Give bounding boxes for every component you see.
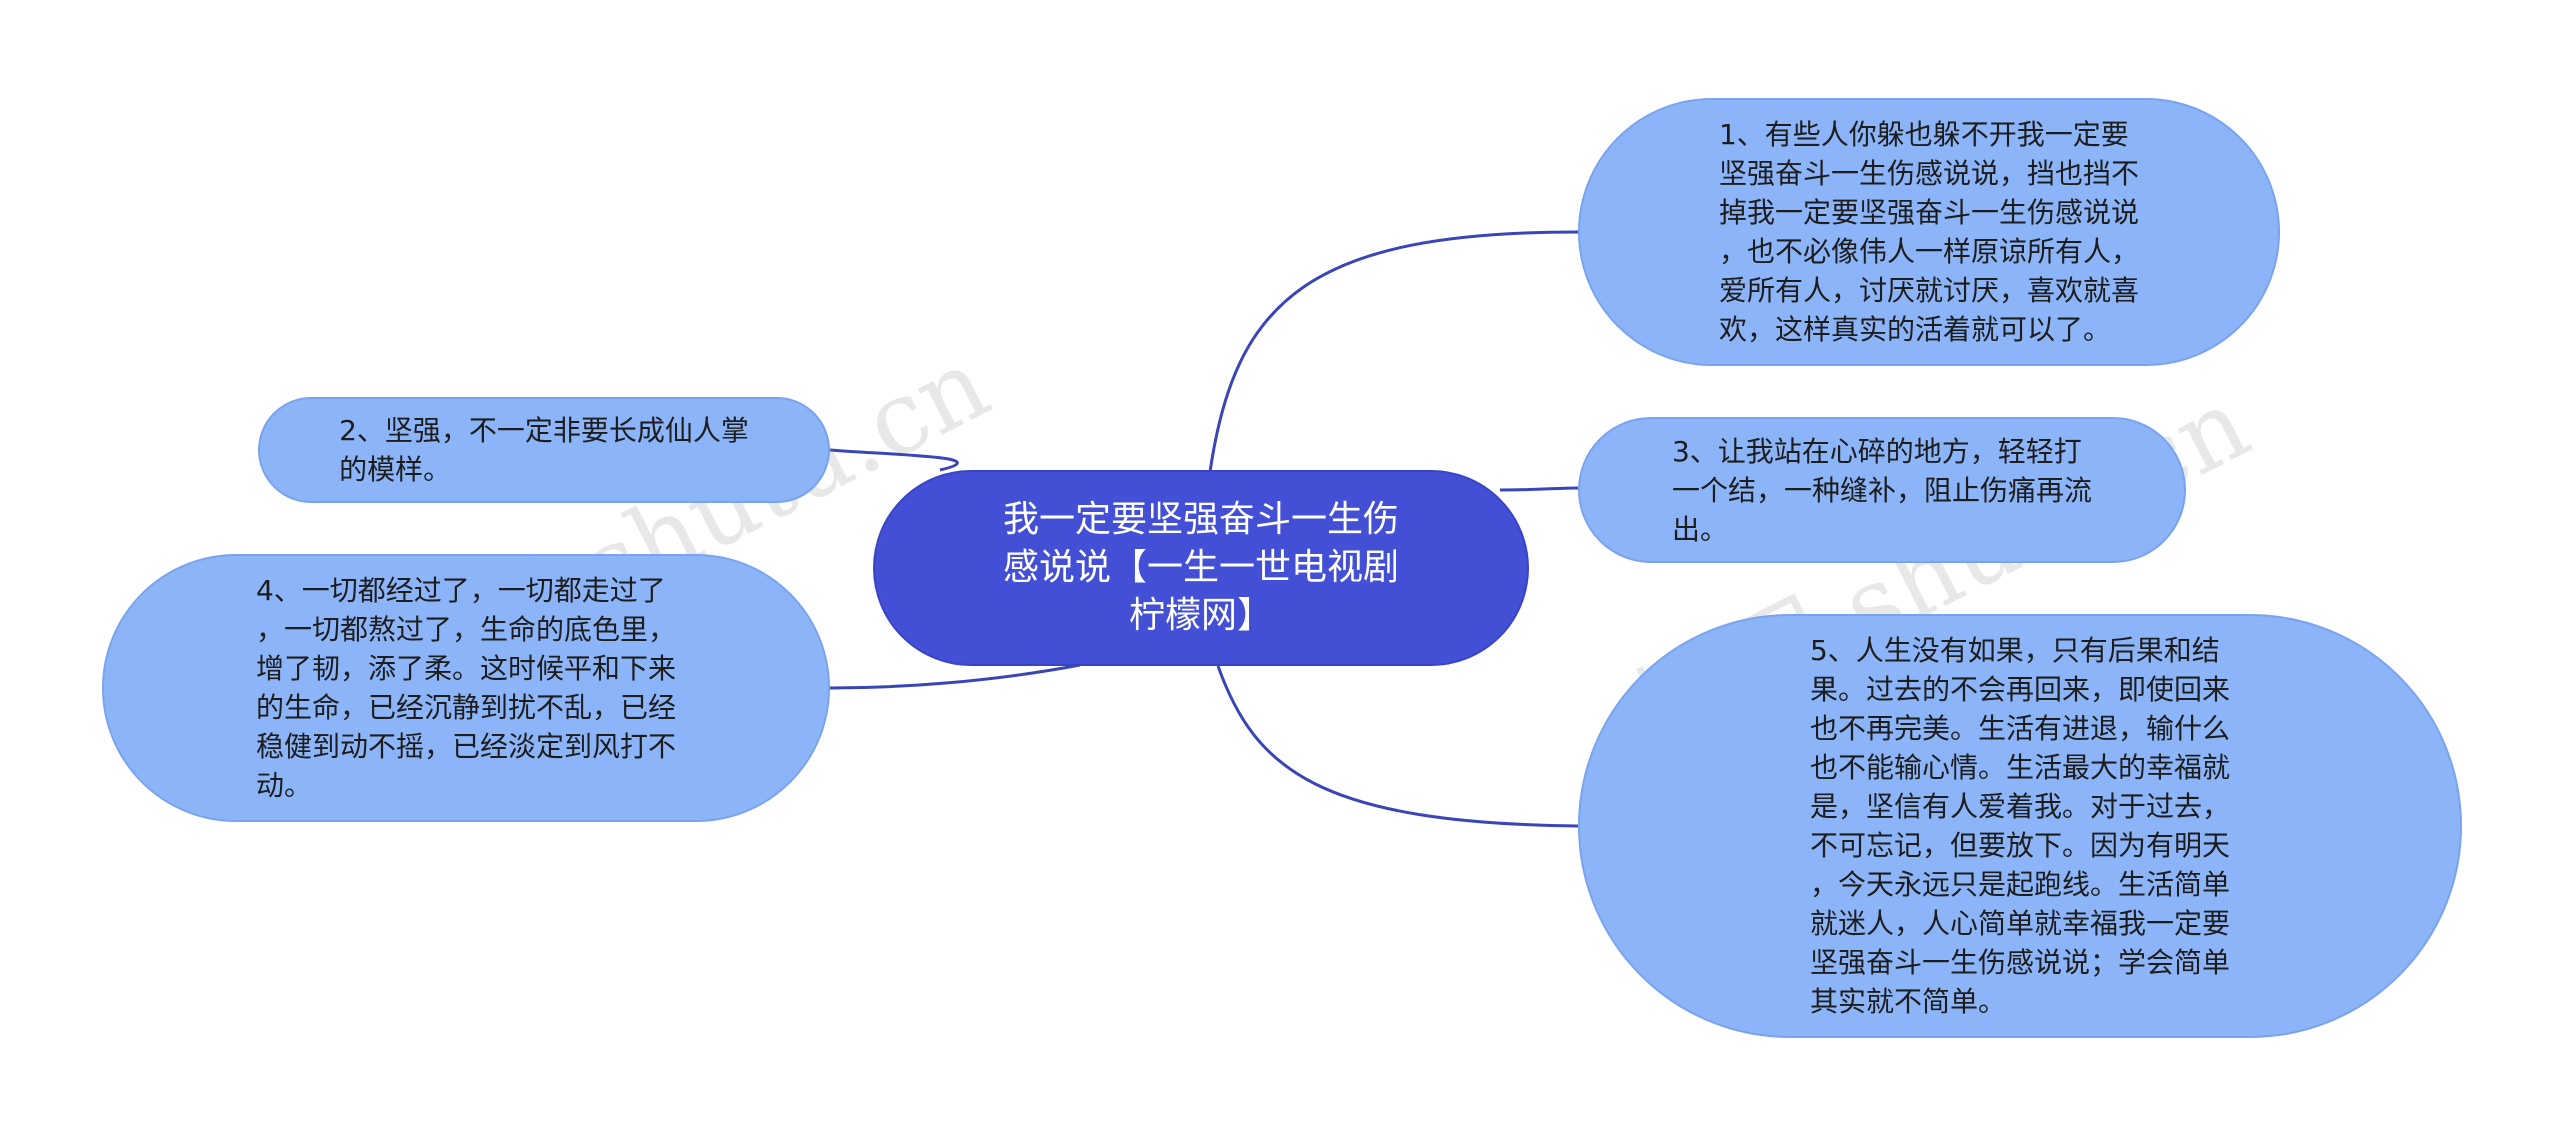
- connector-5: [1216, 665, 1579, 828]
- topic-node-2-text: 2、坚强，不一定非要长成仙人掌 的模样。: [339, 414, 749, 486]
- central-topic[interactable]: 我一定要坚强奋斗一生伤 感说说【一生一世电视剧 柠檬网】: [873, 470, 1529, 666]
- topic-node-4[interactable]: 4、一切都经过了，一切都走过了 ，一切都熬过了，生命的底色里， 增了韧，添了柔。…: [102, 554, 830, 822]
- central-topic-text: 我一定要坚强奋斗一生伤 感说说【一生一世电视剧 柠檬网】: [1002, 499, 1399, 636]
- connector-1: [1208, 230, 1579, 473]
- topic-node-5[interactable]: 5、人生没有如果，只有后果和结 果。过去的不会再回来，即使回来 也不再完美。生活…: [1578, 614, 2462, 1038]
- topic-node-1[interactable]: 1、有些人你躲也躲不开我一定要 坚强奋斗一生伤感说说，挡也挡不 掉我一定要坚强奋…: [1578, 98, 2280, 366]
- connector-2: [829, 448, 959, 472]
- topic-node-3-text: 3、让我站在心碎的地方，轻轻打 一个结，一种缝补，阻止伤痛再流 出。: [1671, 434, 2092, 546]
- connector-3: [1499, 486, 1579, 492]
- topic-node-1-text: 1、有些人你躲也躲不开我一定要 坚强奋斗一生伤感说说，挡也挡不 掉我一定要坚强奋…: [1718, 118, 2139, 346]
- topic-node-2[interactable]: 2、坚强，不一定非要长成仙人掌 的模样。: [258, 397, 830, 503]
- connector-4: [829, 663, 1081, 690]
- topic-node-4-text: 4、一切都经过了，一切都走过了 ，一切都熬过了，生命的底色里， 增了韧，添了柔。…: [255, 574, 676, 802]
- topic-node-5-text: 5、人生没有如果，只有后果和结 果。过去的不会再回来，即使回来 也不再完美。生活…: [1809, 634, 2230, 1018]
- topic-node-3[interactable]: 3、让我站在心碎的地方，轻轻打 一个结，一种缝补，阻止伤痛再流 出。: [1578, 417, 2186, 563]
